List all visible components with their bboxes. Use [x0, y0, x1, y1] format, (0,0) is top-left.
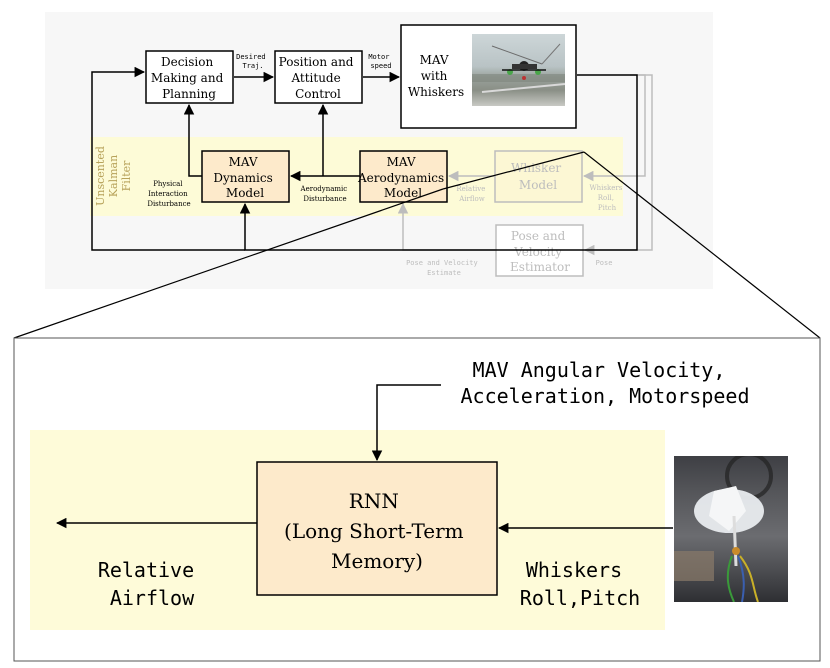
output-airflow-label: Relative Airflow — [98, 558, 206, 610]
rnn-block: RNN (Long Short-Term Memory) — [256, 461, 498, 596]
whiskers-input-label: Whiskers Roll,Pitch — [520, 558, 640, 610]
decision-block: Decision Making and Planning — [145, 50, 234, 104]
position-control-block: Position and Attitude Control — [274, 50, 363, 104]
svg-text:MAV with Whiskers: MAV with Whiskers — [408, 53, 464, 99]
whisker-model-block: Whisker Model — [494, 150, 583, 203]
aero-disturbance-label: Aerodynamic Disturbance — [300, 185, 350, 203]
mav-photo — [472, 34, 565, 106]
inputs-label: MAV Angular Velocity, Acceleration, Moto… — [461, 358, 750, 408]
svg-text:Unscented: Unscented — [94, 146, 107, 206]
svg-text:RNN (Long Short-Term: RNN (Long Short-Term Memory) — [284, 489, 470, 573]
svg-text:Decision Making and: Decision Making and Planning — [151, 55, 227, 101]
ukf-label: Unscented Kalman Filter — [94, 146, 133, 206]
motor-speed-label: Motor speed — [368, 53, 393, 70]
svg-text:Whisker Model: Whisker Model — [511, 161, 565, 192]
svg-text:Pose and Velocity: Pose and Velocity Estimator — [510, 229, 570, 274]
dynamics-model-block: MAV Dynamics Model — [201, 150, 290, 203]
svg-text:Kalman: Kalman — [107, 155, 120, 197]
svg-text:Position and Attitude: Position and Attitude Control — [279, 55, 358, 101]
svg-text:Filter: Filter — [120, 160, 133, 192]
connections — [91, 66, 638, 251]
pose-velocity-estimate-label: Pose and Velocity Estimate — [406, 259, 482, 277]
physical-disturbance-label: Physical Interaction Disturbance — [147, 180, 190, 208]
desired-traj-label: Desired Traj. — [236, 53, 270, 70]
detail-connections — [55, 384, 673, 534]
svg-text:MAV Dynamics Model: MAV Dynamics Model — [213, 155, 276, 200]
zoom-outline — [13, 151, 821, 339]
whisker-photo — [674, 456, 788, 602]
svg-text:MAV Aerodynamics M: MAV Aerodynamics Model — [357, 155, 448, 200]
relative-airflow-label: Relative Airflow — [456, 185, 487, 203]
aero-model-block: MAV Aerodynamics Model — [357, 150, 448, 203]
whiskers-rollpitch-label: Whiskers Roll, Pitch — [589, 184, 624, 212]
pose-label: Pose — [596, 259, 613, 267]
